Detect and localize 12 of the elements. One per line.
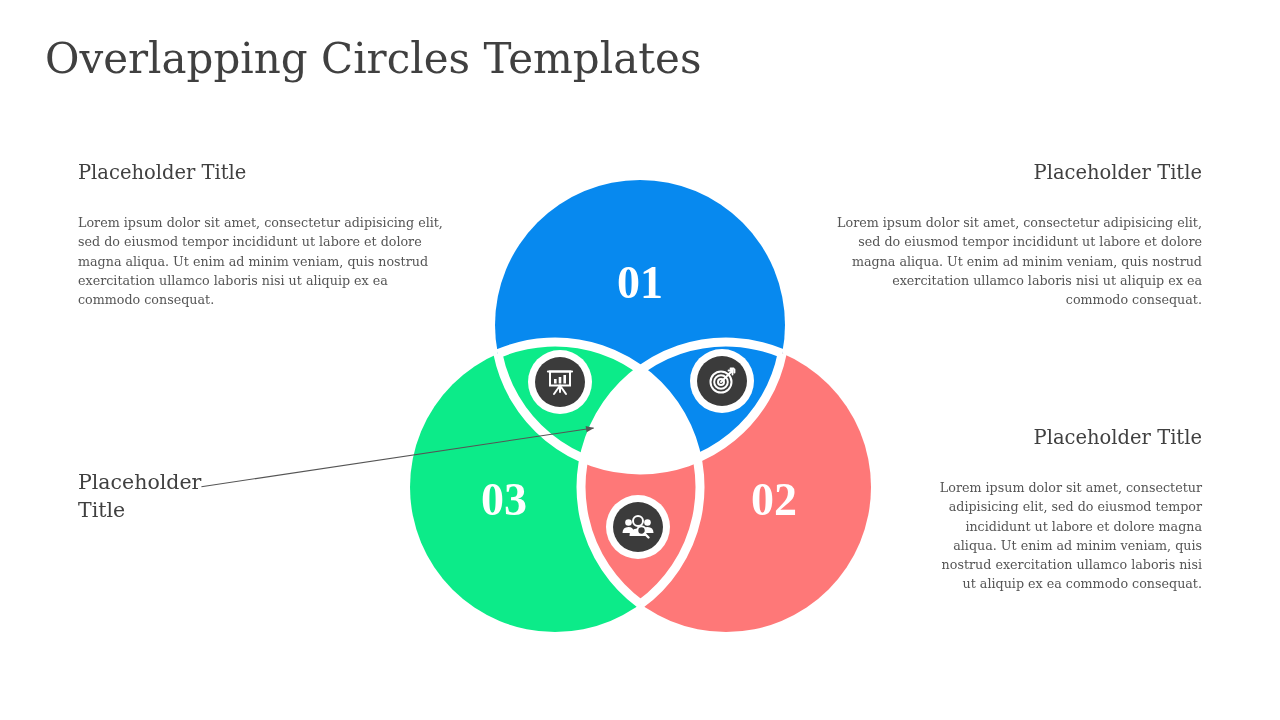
callout-label: Placeholder Title [78,468,202,524]
section-heading: Placeholder Title [1033,161,1202,185]
body-text: Lorem ipsum dolor sit amet, consectetur adipisicing elit, sed do eiusmod tempor incididunt ut labore et dolore magna aliqua. Ut enim ad minim veniam, quis nostrud exercitation ullamco laboris nisi ut aliquip ex ea commodo consequat. [836,214,1202,310]
body-text: Lorem ipsum dolor sit amet, consectetur adipisicing elit, sed do eiusmod tempor incididunt ut labore et dolore magna aliqua. Ut enim ad minim veniam, quis nostrud exercitation ullamco laboris nisi ut aliquip ex ea commodo consequat. [78,214,444,310]
circle-number: 03 [481,477,527,523]
leader-arrow [200,425,595,488]
circle-number: 01 [617,260,663,306]
body-text: Lorem ipsum dolor sit amet, consectetur adipisicing elit, sed do eiusmod tempor incididunt ut labore et dolore magna aliqua. Ut enim ad minim veniam, quis nostrud exercitation ullamco laboris nisi ut aliquip ex ea commodo consequat. [938,479,1202,594]
slide-title: Overlapping Circles Templates [45,34,702,85]
circle-number: 02 [751,477,797,523]
section-heading: Placeholder Title [1033,426,1202,450]
section-heading: Placeholder Title [78,161,247,185]
